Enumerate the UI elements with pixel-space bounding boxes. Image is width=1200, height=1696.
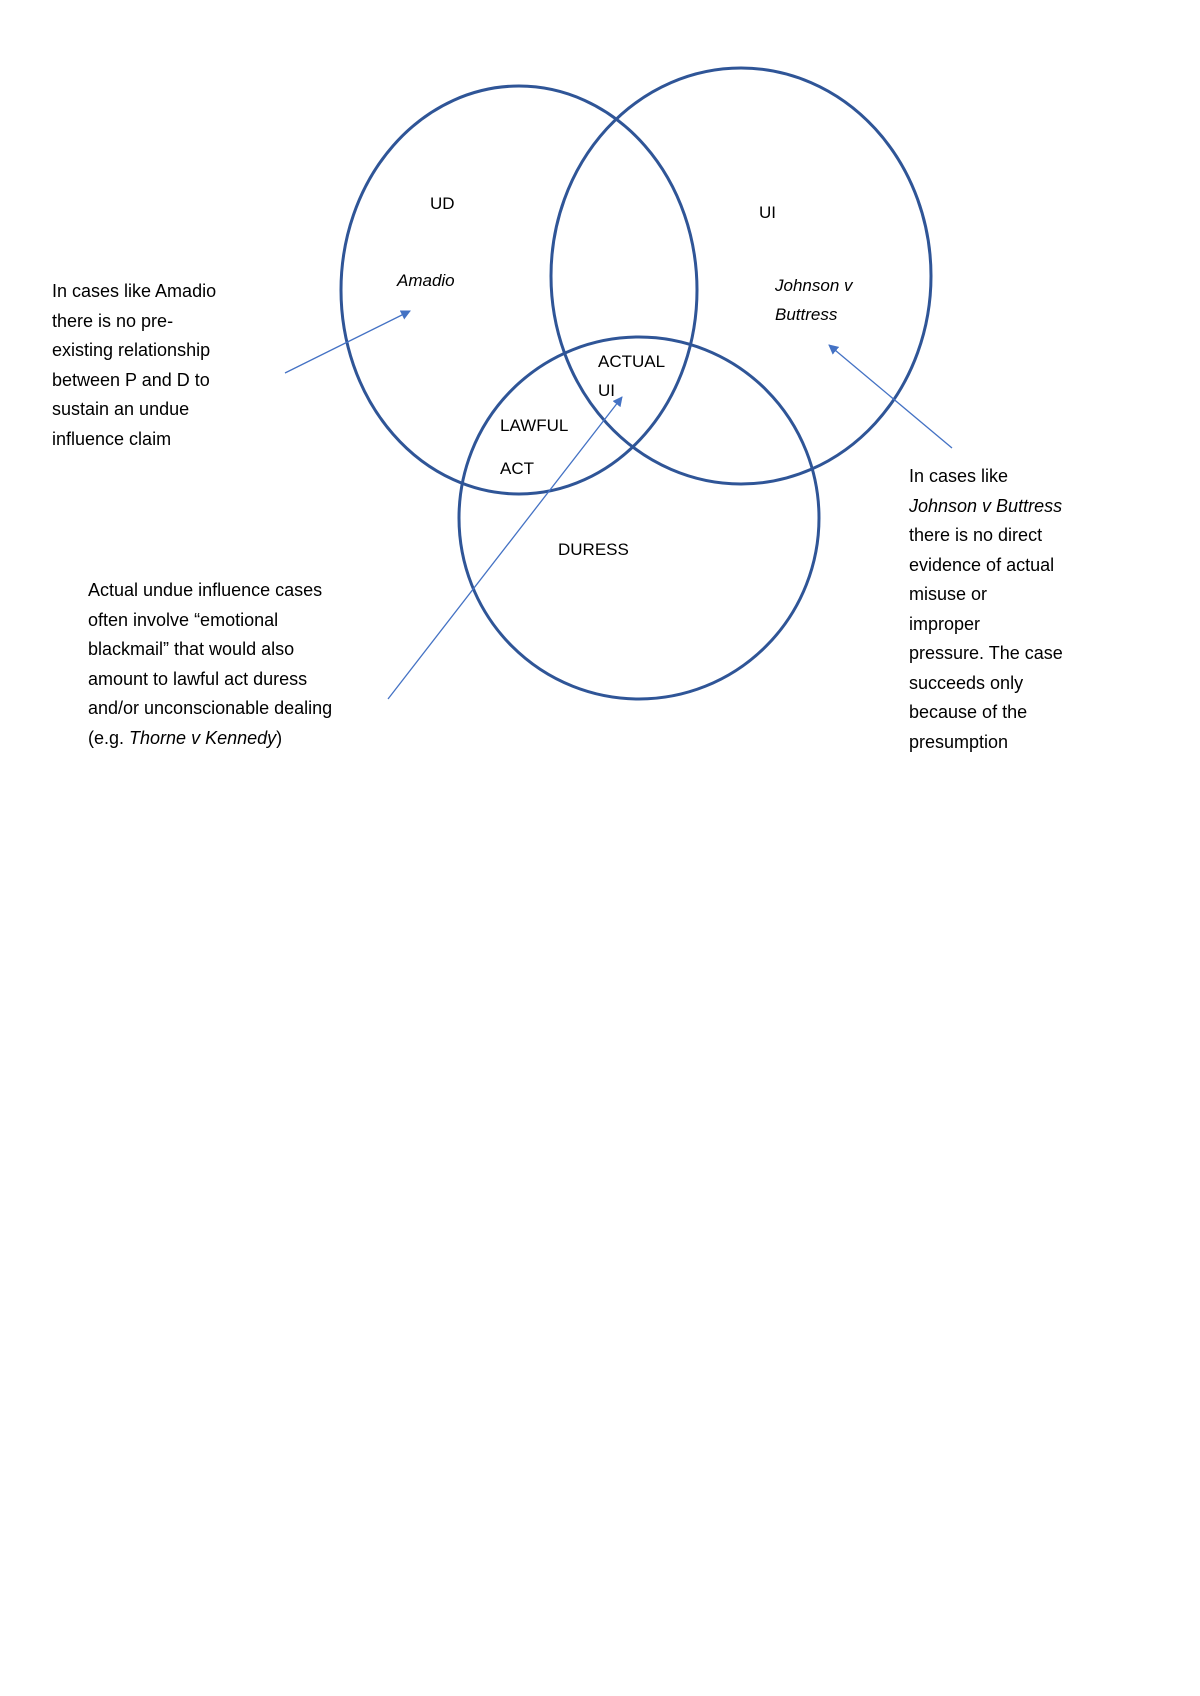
note-line: sustain an undue (52, 399, 190, 419)
note-line: there is no pre- (52, 310, 174, 331)
note-line: Johnson v Buttress (909, 495, 1063, 516)
note-line: and/or unconscionable dealing (88, 698, 333, 718)
note-line: pressure. The case (909, 643, 1063, 663)
note-text: (e.g. (88, 727, 130, 748)
note-line: amount to lawful act duress (88, 668, 308, 689)
note-line: evidence of actual (909, 554, 1055, 575)
note-text: ) (276, 727, 283, 748)
case-name-thorne: Thorne v Kennedy (129, 727, 277, 748)
amadio-case-label: Amadio (397, 271, 455, 290)
note-line-last: (e.g. Thorne v Kennedy) (88, 724, 332, 754)
actual-ui-arrow (387, 396, 623, 700)
ui-circle (549, 66, 933, 486)
note-line: In cases like Amadio (52, 281, 217, 301)
johnson-case-line1: Johnson v (775, 276, 853, 295)
note-line: because of the (909, 702, 1028, 722)
note-line: In cases like (909, 466, 1009, 486)
note-line: Actual undue influence cases (88, 580, 323, 600)
johnson-note: In cases like Johnson v Buttress there i… (909, 462, 1063, 757)
note-line: existing relationship (52, 340, 211, 360)
johnson-case-label: Johnson v Buttress (775, 271, 853, 329)
duress-circle (457, 335, 821, 701)
note-line: presumption (909, 731, 1009, 752)
note-line: there is no direct (909, 525, 1043, 545)
actual-ui-label: ACTUAL UI (598, 347, 665, 405)
ud-circle (339, 84, 699, 496)
note-line: misuse or (909, 584, 988, 604)
note-line: blackmail” that would also (88, 639, 295, 659)
note-line: between P and D to (52, 369, 210, 390)
note-line: succeeds only (909, 672, 1024, 693)
lawful-label: LAWFUL (500, 416, 569, 435)
note-line: influence claim (52, 428, 172, 449)
note-line: improper (909, 613, 981, 634)
amadio-note: In cases like Amadio there is no pre- ex… (52, 277, 216, 454)
duress-label: DURESS (558, 540, 629, 559)
amadio-arrow (284, 310, 411, 374)
ud-label: UD (430, 194, 455, 213)
actual-ui-line2: UI (598, 381, 615, 400)
johnson-case-line2: Buttress (775, 305, 838, 324)
act-label: ACT (500, 459, 534, 478)
actual-ui-note: Actual undue influence cases often invol… (88, 576, 332, 753)
actual-ui-line1: ACTUAL (598, 352, 666, 371)
ui-label: UI (759, 203, 776, 222)
note-line: often involve “emotional (88, 609, 279, 630)
johnson-arrow (828, 344, 953, 449)
